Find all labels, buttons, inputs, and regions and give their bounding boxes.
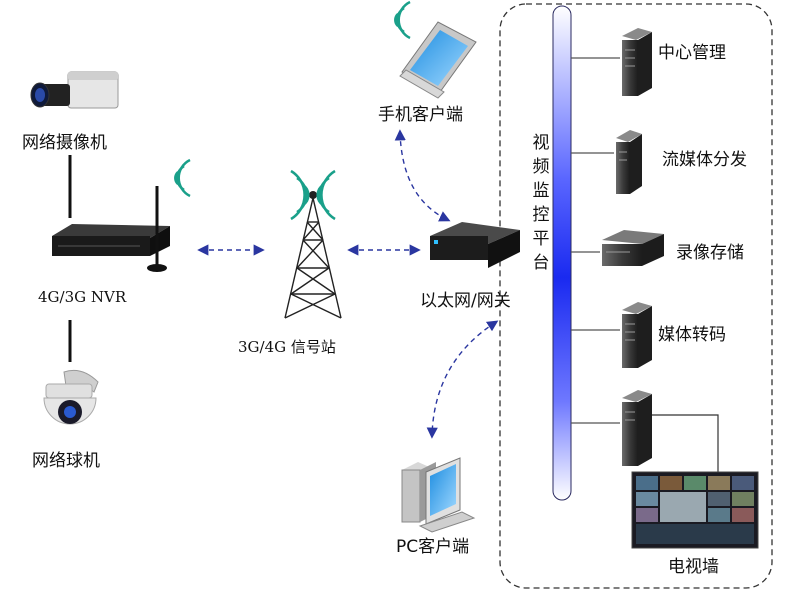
svg-text:中心管理: 中心管理 <box>658 43 726 63</box>
tv-wall-screens <box>636 476 754 544</box>
wireless-signal-icon <box>394 0 411 40</box>
box-camera-icon <box>30 71 119 109</box>
wireless-signal-icon <box>174 158 191 198</box>
network-camera: 网络摄像机 <box>22 71 119 153</box>
svg-text:媒体转码: 媒体转码 <box>658 325 726 345</box>
server-tower-icon <box>622 390 652 466</box>
tower-top <box>309 191 317 199</box>
gateway-pc-link <box>426 320 499 439</box>
svg-text:网络摄像机: 网络摄像机 <box>22 133 107 153</box>
server-tv-wall-controller <box>622 390 719 472</box>
svg-text:流媒体分发: 流媒体分发 <box>662 150 747 170</box>
pc-monitor-icon <box>401 457 476 533</box>
tv-wall: 电视墙 <box>631 471 759 577</box>
server-recording-storage: 录像存储 <box>602 230 744 266</box>
server-tower-icon <box>622 28 652 96</box>
nvr-device: 4G/3G NVR <box>38 158 191 306</box>
wireless-links <box>197 129 499 439</box>
platform-boundary <box>499 3 773 589</box>
server-media-transcoding: 媒体转码 <box>622 302 726 368</box>
svg-text:3G/4G 信号站: 3G/4G 信号站 <box>238 338 336 356</box>
router-icon <box>430 222 520 268</box>
dome-camera-icon <box>43 369 99 425</box>
platform-title-char: 控 <box>533 205 550 225</box>
pc-client: PC客户端 <box>396 457 476 557</box>
platform-title-char: 监 <box>533 181 550 201</box>
svg-text:录像存储: 录像存储 <box>676 243 744 263</box>
mobile-client: 手机客户端 <box>378 0 477 125</box>
wireless-signal-icon <box>290 169 336 221</box>
svg-text:以太网/网关: 以太网/网关 <box>420 291 511 311</box>
smartphone-icon <box>399 21 477 99</box>
storage-unit-icon <box>602 230 664 266</box>
gateway: 以太网/网关 <box>420 222 520 311</box>
signal-tower-icon <box>284 197 342 319</box>
platform-title-char: 台 <box>533 253 550 273</box>
server-tower-icon <box>616 130 642 194</box>
platform-title: 视 频 监 控 平 台 <box>533 133 550 273</box>
nvr-icon <box>52 186 170 272</box>
svg-text:网络球机: 网络球机 <box>32 451 100 471</box>
server-tower-icon <box>622 302 652 368</box>
svg-text:手机客户端: 手机客户端 <box>378 105 463 125</box>
svg-text:4G/3G NVR: 4G/3G NVR <box>38 288 127 306</box>
base-station: 3G/4G 信号站 <box>238 169 342 356</box>
tv-wall-link <box>652 414 719 472</box>
platform-title-char: 视 <box>533 133 550 153</box>
mobile-gateway-link <box>394 129 451 222</box>
platform-title-char: 平 <box>533 229 550 249</box>
server-stream-distribution: 流媒体分发 <box>616 130 747 194</box>
svg-text:电视墙: 电视墙 <box>668 557 719 577</box>
video-platform-bus <box>552 5 572 501</box>
server-center-management: 中心管理 <box>622 28 726 96</box>
platform-title-char: 频 <box>533 157 550 177</box>
dome-camera: 网络球机 <box>32 369 100 471</box>
svg-text:PC客户端: PC客户端 <box>396 537 469 557</box>
